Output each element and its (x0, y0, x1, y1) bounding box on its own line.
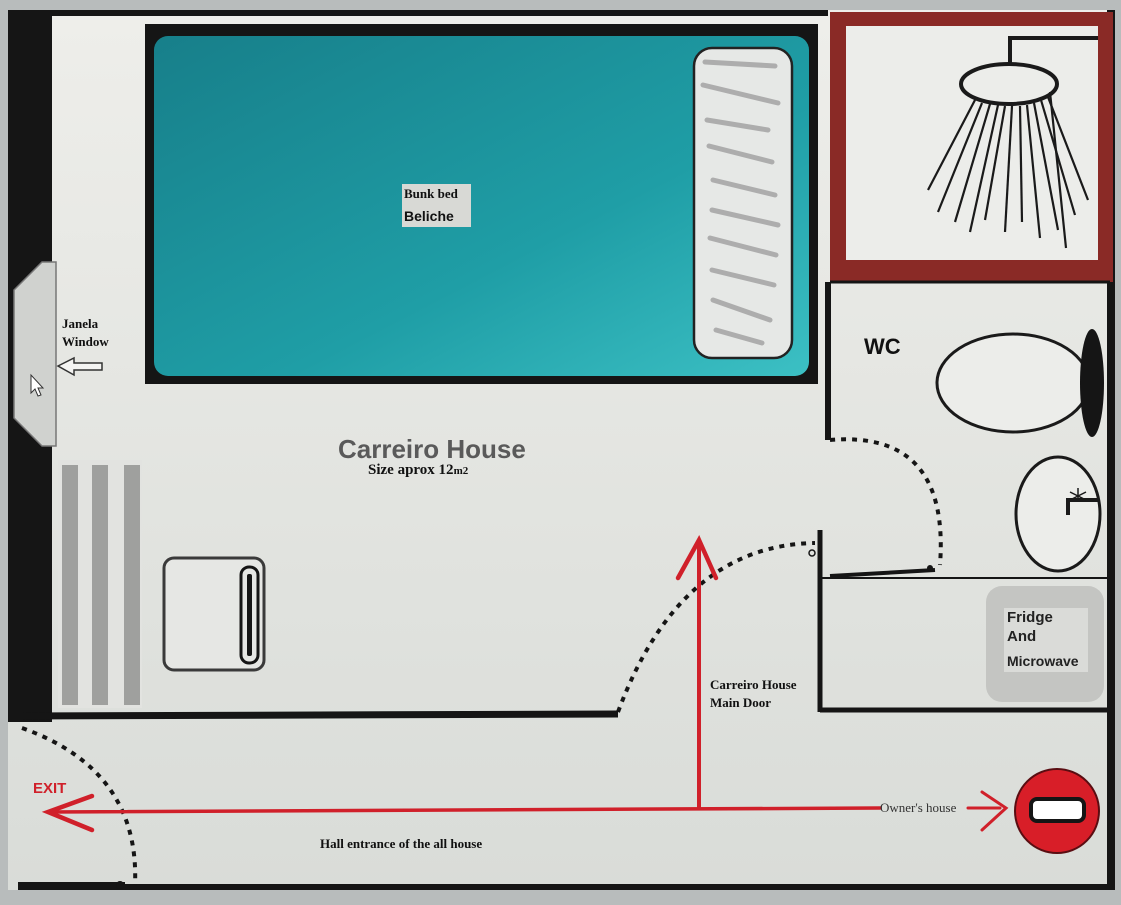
exit-arrow-head (41, 793, 95, 833)
bottom-wall (18, 884, 1113, 890)
fridge-label-box (1004, 608, 1088, 672)
size-text: Size aprox 12 (368, 462, 454, 478)
pillow-texture (700, 59, 781, 346)
wc-door-swing (829, 437, 943, 566)
cursor-icon (30, 373, 45, 397)
fridge-label-line3: Microwave (1007, 653, 1079, 669)
wc-label: WC (864, 334, 901, 359)
window-label-pt: Janela (62, 316, 99, 331)
house-title: Carreiro House (338, 434, 526, 464)
main-door-label-line2: Main Door (710, 695, 772, 710)
fridge-label-line1: Fridge (1007, 609, 1053, 626)
main-door-swing (616, 541, 816, 713)
bunk-bed-label-en: Bunk bed (404, 186, 458, 201)
no-entry-icon (1014, 768, 1100, 854)
top-wall (8, 10, 828, 16)
window-label-en: Window (62, 334, 109, 349)
owners-arrow-head (980, 790, 1009, 832)
left-arrow-icon (56, 356, 103, 377)
exit-label: EXIT (33, 780, 67, 797)
size-unit: m2 (453, 465, 469, 477)
main-door-arrow-head (675, 534, 719, 581)
cabinet (162, 556, 266, 672)
hall-label: Hall entrance of the all house (320, 836, 483, 851)
window-frame (13, 261, 57, 447)
main-door-label-line1: Carreiro House (710, 677, 797, 692)
sink-icon (1014, 455, 1102, 573)
fridge-label-line2: And (1007, 628, 1037, 645)
pillow (692, 46, 794, 360)
bunk-bed (154, 36, 809, 376)
shower-icon (927, 36, 1098, 249)
rug (58, 460, 142, 708)
room-bottom-wall (17, 710, 619, 720)
wc-door (829, 568, 936, 578)
bunk-bed-label-box (402, 184, 471, 227)
hall-route-line (46, 806, 882, 814)
route-arrows (41, 534, 1009, 833)
right-wall (1107, 10, 1115, 890)
owners-house-label: Owner's house (880, 800, 957, 815)
toilet-icon (935, 329, 1104, 437)
size-label: Size aprox 12m2 (368, 462, 468, 479)
bunk-bed-label-pt: Beliche (404, 208, 454, 224)
